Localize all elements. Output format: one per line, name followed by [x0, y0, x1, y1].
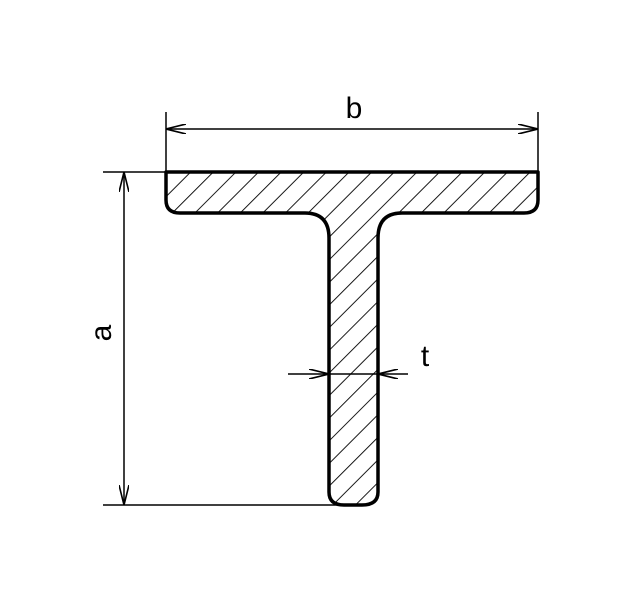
- dimension-b: b: [165, 92, 539, 172]
- label-t: t: [421, 340, 430, 373]
- label-b: b: [346, 92, 363, 125]
- dimension-a: a: [85, 171, 344, 506]
- t-section-profile: [164, 170, 540, 507]
- label-a: a: [85, 324, 118, 341]
- dimension-t: t: [288, 340, 430, 374]
